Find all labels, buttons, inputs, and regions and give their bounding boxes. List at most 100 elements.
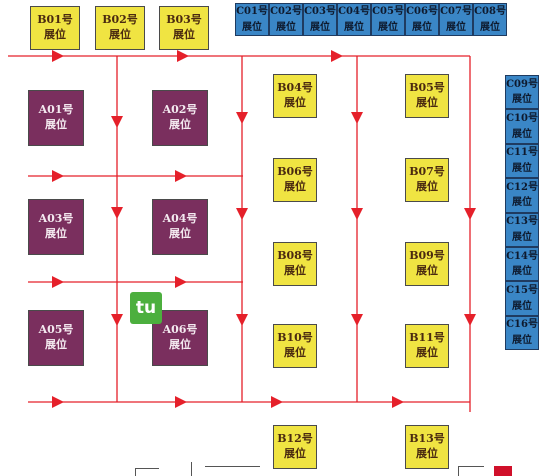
flow-arrow [351,208,363,220]
flow-arrow [464,208,476,220]
booth-c04[interactable]: C04号展位 [337,3,371,36]
booth-code: B11号 [409,331,445,345]
booth-b03[interactable]: B03号展位 [159,6,209,50]
flow-arrow [111,116,123,128]
booth-b11[interactable]: B11号展位 [405,324,449,368]
booth-b05[interactable]: B05号展位 [405,74,449,118]
booth-a03[interactable]: A03号展位 [28,199,84,255]
booth-label: 展位 [45,227,67,240]
booth-c11[interactable]: C11号展位 [505,143,539,179]
booth-b07[interactable]: B07号展位 [405,158,449,202]
booth-code: C01号 [236,6,268,17]
booth-label: 展位 [284,264,306,277]
booth-code: C13号 [506,216,538,228]
booth-code: B03号 [166,13,202,27]
corner-marker [494,466,512,476]
booth-c10[interactable]: C10号展位 [505,109,539,144]
booth-code: B13号 [409,432,445,446]
booth-label: 展位 [416,264,438,277]
flow-arrow [236,314,248,326]
booth-a05[interactable]: A05号展位 [28,310,84,366]
flow-arrow [175,396,187,408]
booth-c08[interactable]: C08号展位 [473,3,507,36]
booth-label: 展位 [412,21,432,33]
booth-label: 展位 [284,346,306,359]
booth-c01[interactable]: C01号展位 [235,3,269,36]
booth-code: C10号 [506,113,538,125]
booth-code: A02号 [162,103,198,117]
frame-line [458,466,459,476]
flow-arrow [271,396,283,408]
booth-code: B05号 [409,81,445,95]
flow-arrow [351,112,363,124]
booth-code: C05号 [372,6,404,17]
booth-b01[interactable]: B01号展位 [30,6,80,50]
booth-code: C14号 [506,250,538,262]
booth-b06[interactable]: B06号展位 [273,158,317,202]
booth-label: 展位 [45,118,67,131]
booth-a04[interactable]: A04号展位 [152,199,208,255]
booth-label: 展位 [276,21,296,33]
booth-b08[interactable]: B08号展位 [273,242,317,286]
booth-a02[interactable]: A02号展位 [152,90,208,146]
booth-code: C04号 [338,6,370,17]
booth-code: B07号 [409,165,445,179]
flow-arrow [175,170,187,182]
booth-label: 展位 [480,21,500,33]
booth-code: C02号 [270,6,302,17]
booth-c12[interactable]: C12号展位 [505,178,539,213]
booth-code: C15号 [506,285,538,297]
booth-b13[interactable]: B13号展位 [405,425,449,469]
booth-code: A04号 [162,212,198,226]
booth-label: 展位 [512,197,532,209]
booth-label: 展位 [512,300,532,312]
booth-b04[interactable]: B04号展位 [273,74,317,118]
booth-code: B06号 [277,165,313,179]
booth-code: A01号 [38,103,74,117]
booth-label: 展位 [310,21,330,33]
booth-label: 展位 [416,180,438,193]
frame-line [458,466,484,467]
booth-code: C03号 [304,6,336,17]
booth-label: 展位 [109,28,131,41]
booth-code: C06号 [406,6,438,17]
booth-b02[interactable]: B02号展位 [95,6,145,50]
flow-arrow [52,50,64,62]
booth-label: 展位 [44,28,66,41]
booth-label: 展位 [169,338,191,351]
flow-arrow [111,207,123,219]
booth-b09[interactable]: B09号展位 [405,242,449,286]
booth-c13[interactable]: C13号展位 [505,212,539,247]
booth-c02[interactable]: C02号展位 [269,3,303,36]
booth-c09[interactable]: C09号展位 [505,75,539,110]
flow-arrow [236,112,248,124]
booth-code: B12号 [277,432,313,446]
flow-arrow [392,396,404,408]
booth-c16[interactable]: C16号展位 [505,315,539,351]
booth-b10[interactable]: B10号展位 [273,324,317,368]
flow-arrow [331,50,343,62]
booth-c06[interactable]: C06号展位 [405,3,439,36]
flow-arrow [52,396,64,408]
booth-c15[interactable]: C15号展位 [505,281,539,316]
frame-line [135,468,159,469]
booth-label: 展位 [284,447,306,460]
flow-arrow [177,50,189,62]
booth-label: 展位 [512,94,532,106]
flow-arrow [111,314,123,326]
booth-c14[interactable]: C14号展位 [505,247,539,282]
booth-label: 展位 [242,21,262,33]
booth-c07[interactable]: C07号展位 [439,3,473,36]
booth-b12[interactable]: B12号展位 [273,425,317,469]
booth-a01[interactable]: A01号展位 [28,90,84,146]
booth-code: C08号 [474,6,506,17]
flow-arrow [175,276,187,288]
booth-code: C12号 [506,181,538,193]
frame-line [191,462,192,476]
booth-c05[interactable]: C05号展位 [371,3,405,36]
booth-label: 展位 [416,96,438,109]
booth-label: 展位 [512,162,532,174]
booth-label: 展位 [284,96,306,109]
booth-c03[interactable]: C03号展位 [303,3,337,36]
